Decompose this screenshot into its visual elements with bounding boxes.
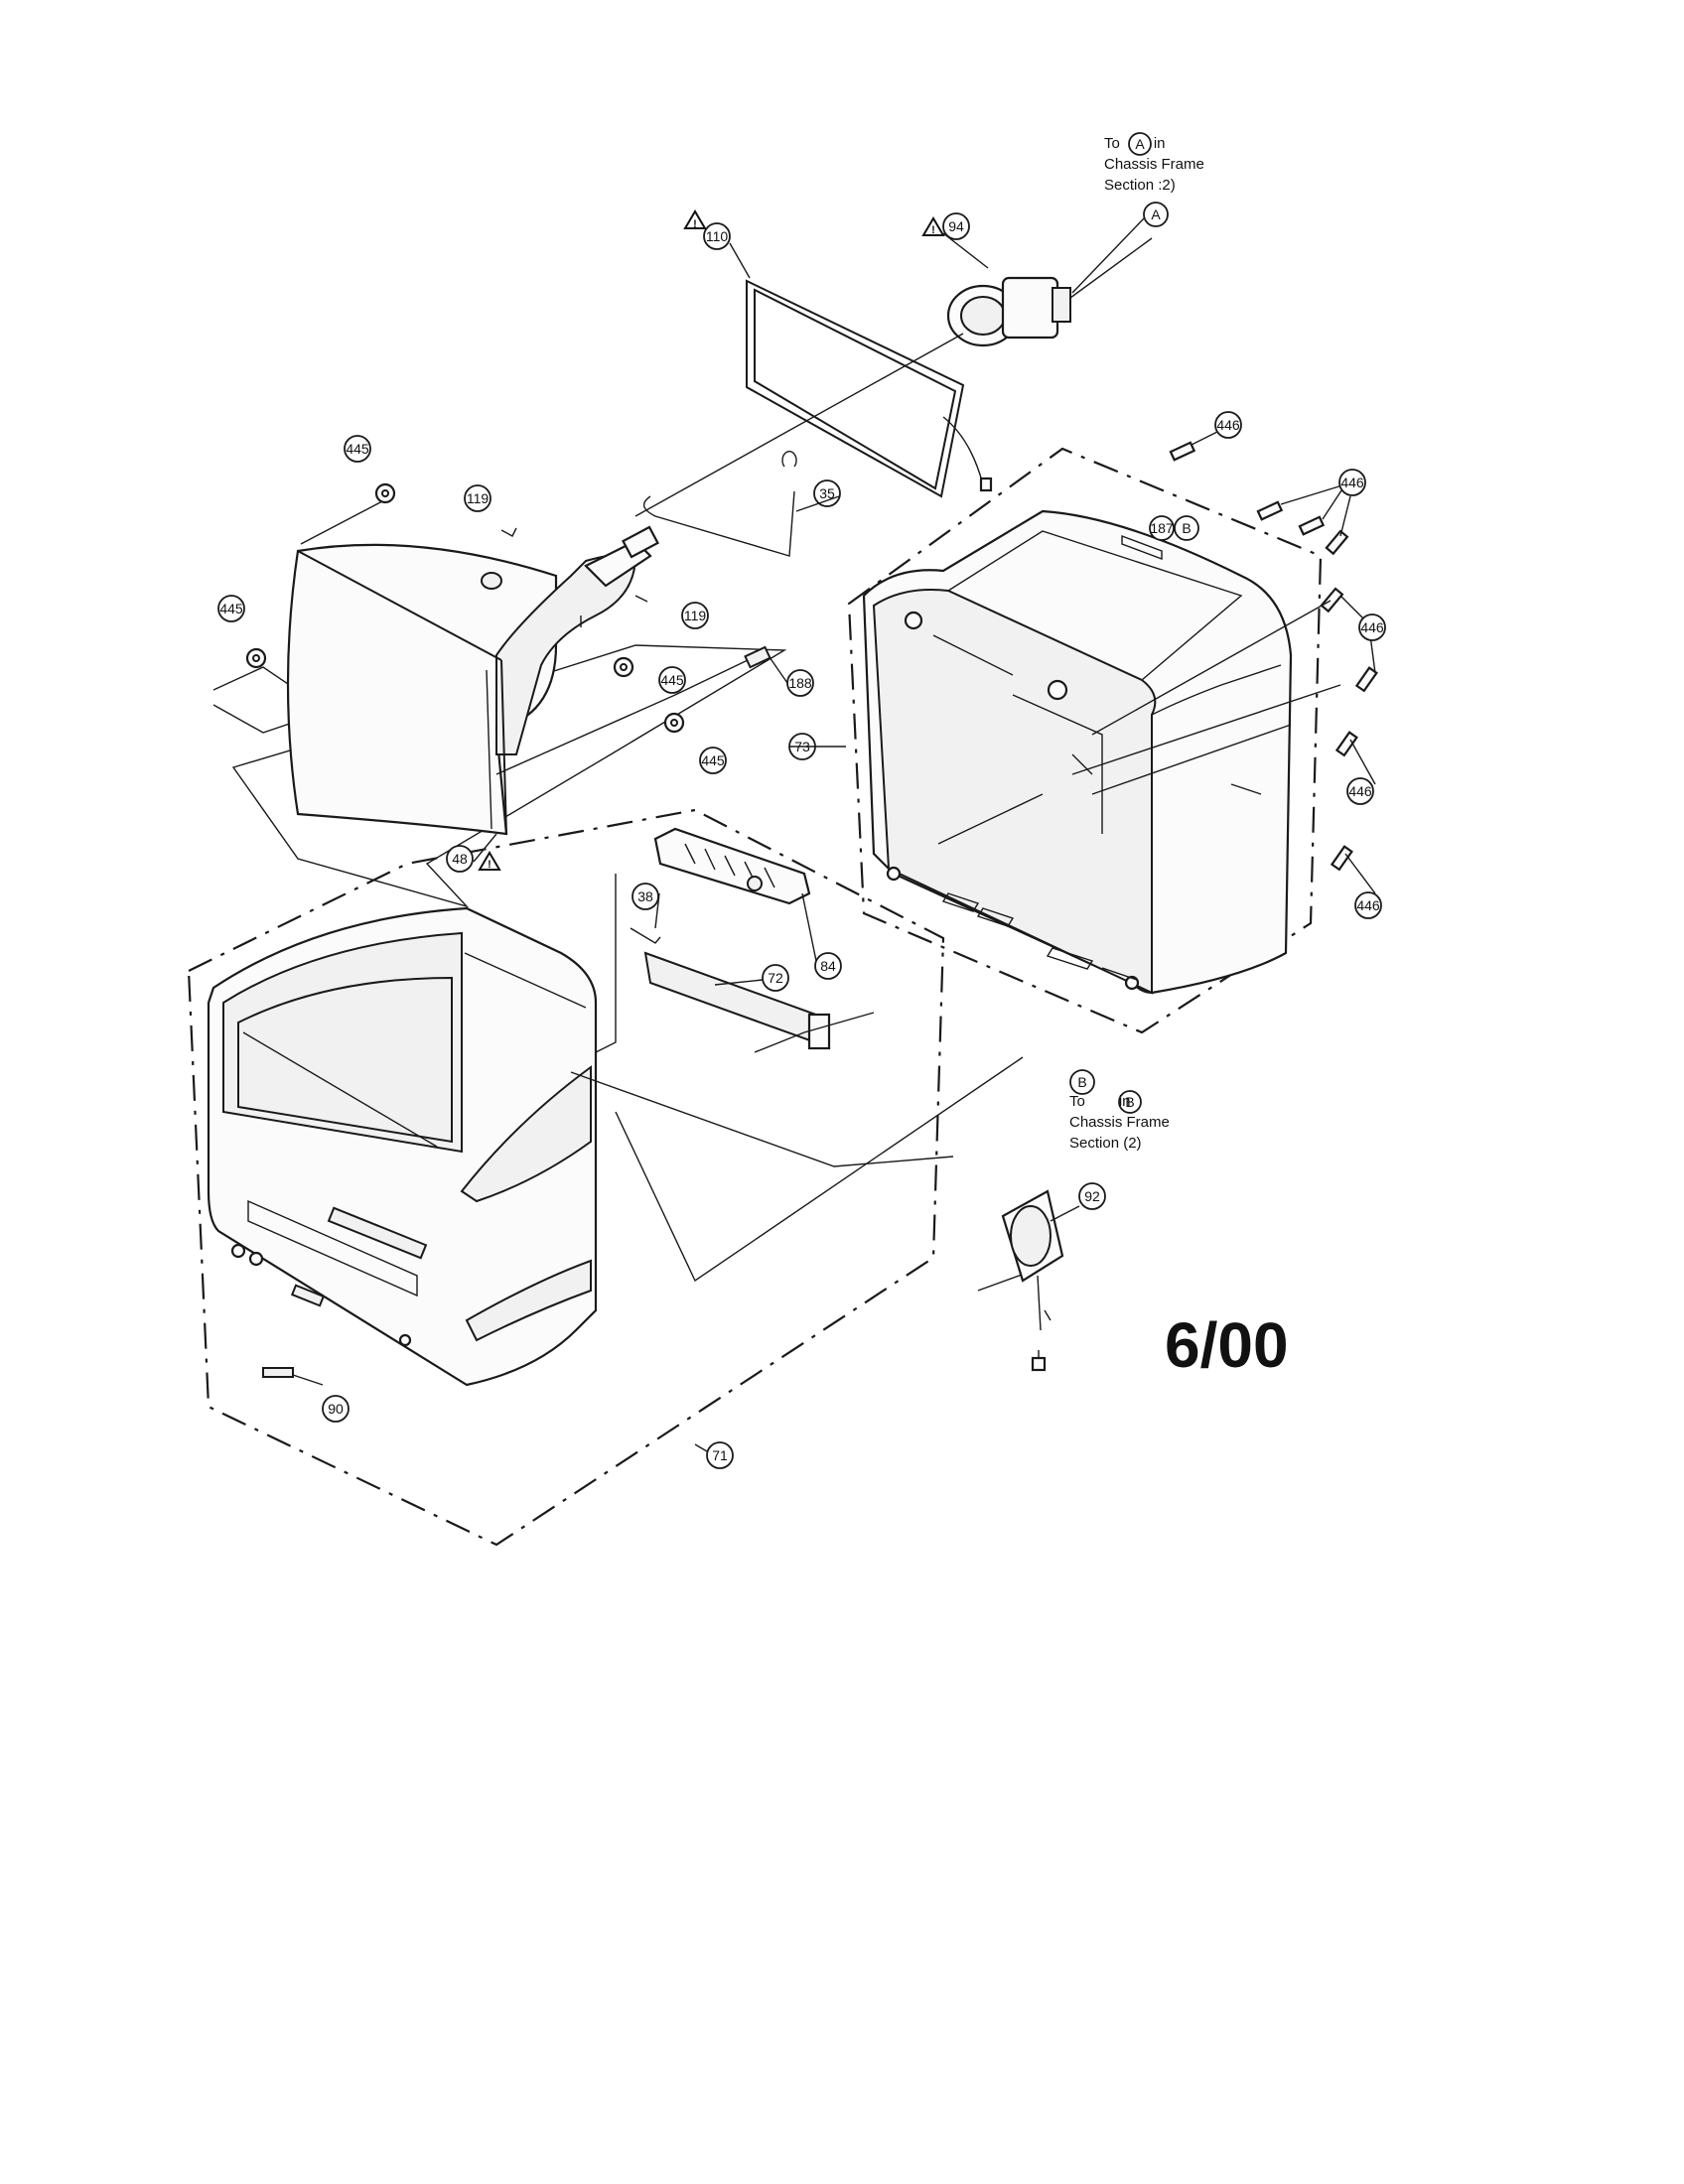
callout-71: 71 <box>706 1441 734 1469</box>
svg-text:B: B <box>1125 1094 1134 1110</box>
svg-text:446: 446 <box>1360 619 1384 635</box>
callout-445-left: 445 <box>217 595 245 622</box>
rear-screw-2 <box>1256 500 1284 521</box>
degaussing-coil <box>746 279 993 498</box>
speaker <box>1001 1189 1064 1372</box>
rear-screw-6 <box>1354 666 1378 693</box>
svg-text:B: B <box>1077 1074 1086 1090</box>
callout-446-bottom: 446 <box>1354 891 1382 919</box>
svg-text:84: 84 <box>820 958 836 974</box>
callout-445-mid: 445 <box>658 666 686 694</box>
callout-b-label: B <box>1174 515 1199 541</box>
svg-text:A: A <box>1151 206 1161 222</box>
callout-446-right: 446 <box>1358 614 1386 641</box>
front-cabinet <box>207 906 598 1387</box>
svg-text:94: 94 <box>948 218 964 234</box>
screw-445-top <box>374 482 396 504</box>
picture-tube-group-outline <box>231 644 787 908</box>
brand-badge <box>262 1367 294 1378</box>
svg-text:445: 445 <box>660 672 684 688</box>
svg-text:187: 187 <box>1150 520 1174 536</box>
svg-text:446: 446 <box>1340 475 1364 490</box>
rear-screw-4 <box>1325 529 1349 556</box>
cabinet-assembly-outline <box>187 808 945 1547</box>
svg-text:72: 72 <box>768 970 783 986</box>
warning-triangle-icon: ! <box>921 216 945 236</box>
date-code: 6/00 <box>1165 1309 1289 1381</box>
callout-187: 187 <box>1149 515 1175 541</box>
svg-text:A: A <box>1135 136 1145 152</box>
svg-text:445: 445 <box>701 752 725 768</box>
callout-35: 35 <box>813 479 841 507</box>
control-board <box>653 827 811 905</box>
screw-445-mid <box>613 656 634 678</box>
svg-text:92: 92 <box>1084 1188 1100 1204</box>
callout-110: 110 <box>703 222 731 250</box>
callout-38: 38 <box>632 883 659 910</box>
callout-446-lower: 446 <box>1346 777 1374 805</box>
picture-tube <box>286 525 659 836</box>
callout-446-top: 446 <box>1214 411 1242 439</box>
callout-90: 90 <box>322 1395 350 1423</box>
warning-triangle-icon: ! <box>683 209 707 230</box>
svg-text:119: 119 <box>684 608 707 623</box>
callout-445-low: 445 <box>699 747 727 774</box>
callout-94: 94 <box>942 212 970 240</box>
deflection-yoke <box>634 237 1153 517</box>
anode-lead <box>642 451 797 557</box>
svg-text:!: ! <box>488 859 491 871</box>
control-plate <box>643 951 831 1050</box>
control-button <box>630 927 661 944</box>
svg-text:!: ! <box>931 224 935 236</box>
callout-b-connector: B <box>1069 1069 1095 1095</box>
rear-chassis-frame <box>862 509 1293 995</box>
svg-text:188: 188 <box>788 675 812 691</box>
note-a-circle: A <box>1128 132 1152 156</box>
callout-188: 188 <box>786 669 814 697</box>
svg-text:35: 35 <box>819 485 835 501</box>
callout-445-top: 445 <box>344 435 371 463</box>
svg-text:48: 48 <box>452 851 468 867</box>
callout-a: A <box>1143 202 1169 227</box>
svg-text:110: 110 <box>706 228 729 244</box>
callout-92: 92 <box>1078 1182 1106 1210</box>
svg-text:B: B <box>1182 520 1191 536</box>
tube-clip <box>500 527 648 627</box>
chassis-assembly-outline <box>847 447 1323 1034</box>
svg-text:71: 71 <box>712 1447 728 1463</box>
screw-445-low <box>663 712 685 734</box>
svg-text:119: 119 <box>467 490 490 506</box>
callout-119-right: 119 <box>681 602 709 629</box>
callout-119-top: 119 <box>464 484 491 512</box>
svg-text:446: 446 <box>1348 783 1372 799</box>
rear-screw-5 <box>1320 587 1344 614</box>
svg-text:446: 446 <box>1356 897 1380 913</box>
warning-triangle-icon: ! <box>478 851 501 871</box>
svg-text:446: 446 <box>1216 417 1240 433</box>
callout-48: 48 <box>446 845 474 873</box>
callout-72: 72 <box>762 964 789 992</box>
rear-screw-8 <box>1330 845 1353 872</box>
rear-screw-7 <box>1334 731 1358 757</box>
ground-spring <box>495 645 772 775</box>
svg-text:38: 38 <box>637 888 653 904</box>
svg-text:445: 445 <box>346 441 369 457</box>
callout-446-group: 446 <box>1338 469 1366 496</box>
svg-text:!: ! <box>693 218 697 230</box>
callout-84: 84 <box>814 952 842 980</box>
rear-screw-1 <box>1169 441 1196 462</box>
rear-screw-3 <box>1298 515 1326 536</box>
screw-445-left <box>245 647 267 669</box>
svg-text:445: 445 <box>219 601 243 616</box>
svg-text:90: 90 <box>328 1401 344 1417</box>
note-b-circle: B <box>1118 1090 1142 1114</box>
